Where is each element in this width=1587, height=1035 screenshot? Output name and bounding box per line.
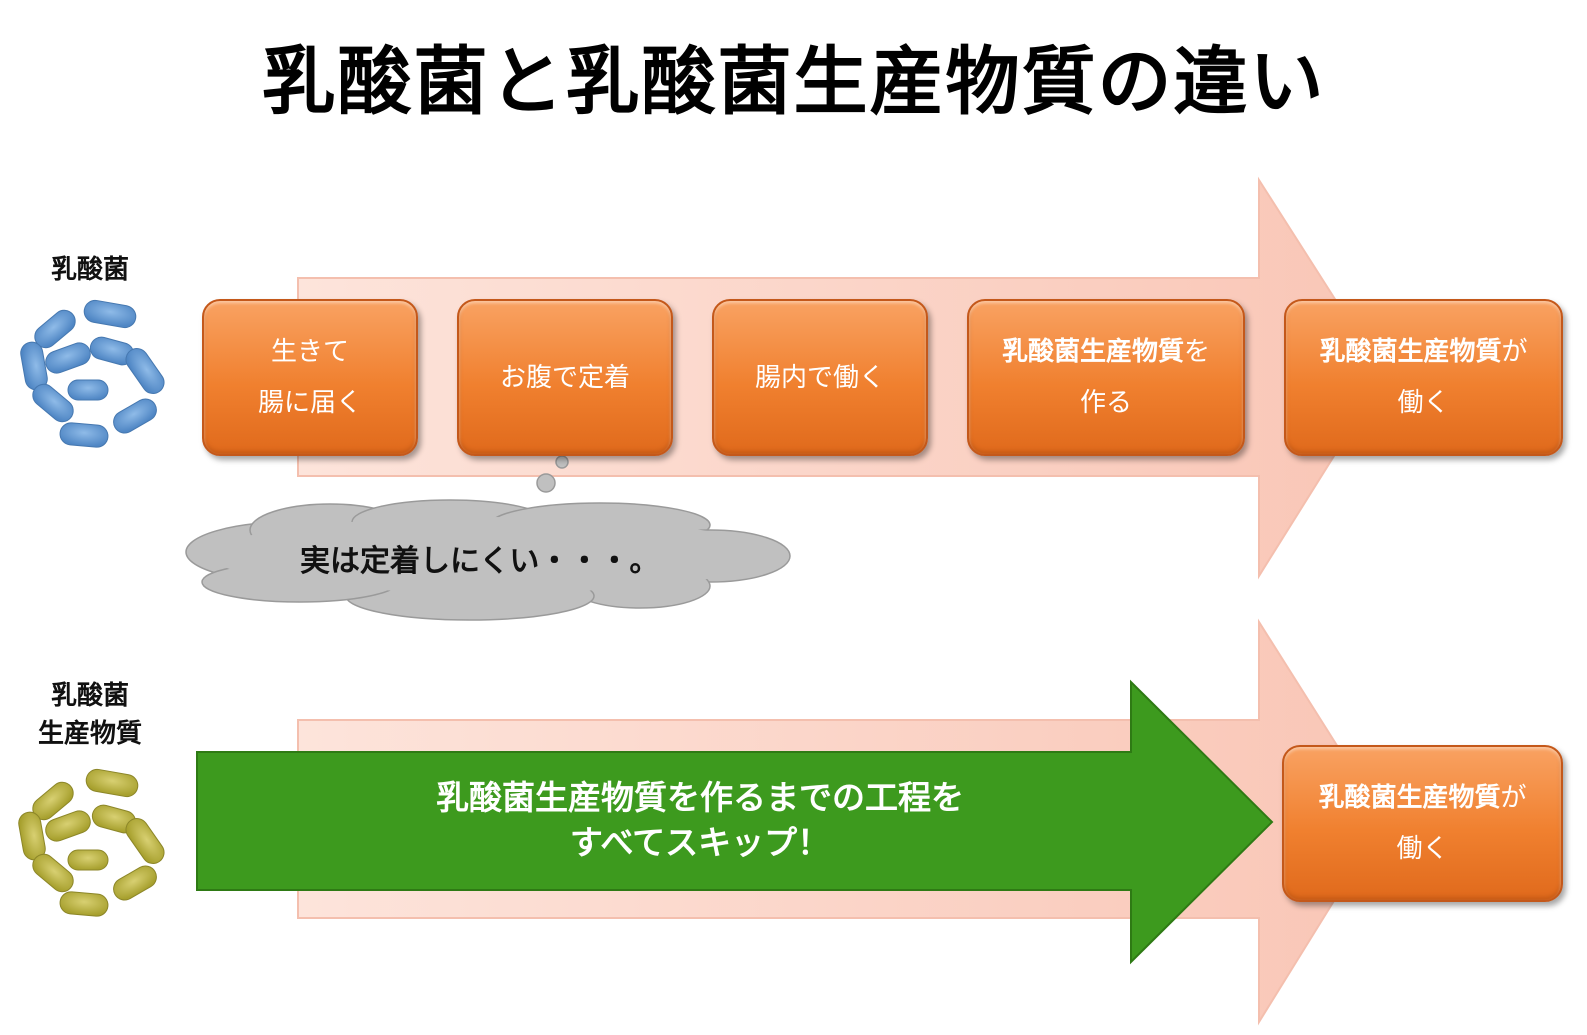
step-box-reach-gut: 生きて 腸に届く (202, 299, 418, 456)
skip-text-line: 乳酸菌生産物質を作るまでの工程を (436, 778, 964, 817)
step-box-produce-metabolite: 乳酸菌生産物質を 作る (967, 299, 1245, 456)
row-label-metabolite: 乳酸菌 生産物質 (10, 678, 170, 753)
step-text-line: 乳酸菌生産物質を (1002, 327, 1210, 378)
step-text: お腹で定着 (499, 363, 630, 393)
thought-bubble-text: 実は定着しにくい・・・。 (300, 544, 660, 579)
row-label-line: 生産物質 (37, 718, 142, 749)
step-text: 働く (1397, 387, 1450, 418)
step-text: 腸内で働く (754, 363, 885, 393)
step-box-metabolite-works-2: 乳酸菌生産物質が 働く (1282, 745, 1563, 902)
step-bold-text: 乳酸菌生産物質 (1318, 782, 1501, 813)
bacteria-olive (18, 768, 165, 917)
step-text: が (1501, 336, 1528, 367)
step-box-work-in-gut: 腸内で働く (712, 299, 928, 456)
thought-cloud (185, 442, 791, 621)
step-box-metabolite-works: 乳酸菌生産物質が 働く (1284, 299, 1563, 456)
bacteria-blue (20, 299, 165, 448)
step-box-settle: お腹で定着 (457, 299, 673, 456)
step-text-line: 乳酸菌生産物質が (1318, 773, 1526, 824)
skip-arrow (196, 679, 1274, 965)
page-title: 乳酸菌と乳酸菌生産物質の違い (261, 39, 1326, 125)
row-label-line: 乳酸菌 (50, 255, 129, 285)
skip-text-line: すべてスキップ！ (569, 822, 831, 862)
row-label-lactobacillus: 乳酸菌 (20, 252, 160, 290)
step-text: を (1184, 336, 1211, 367)
step-text: 働く (1396, 833, 1449, 864)
step-text: 腸に届く (257, 387, 362, 418)
step-text: 作る (1079, 387, 1132, 418)
step-text: が (1500, 782, 1527, 813)
step-bold-text: 乳酸菌生産物質 (1001, 336, 1184, 367)
skip-arrow-text: 乳酸菌生産物質を作るまでの工程を すべてスキップ！ (330, 776, 1070, 865)
row-label-line: 乳酸菌 (50, 681, 129, 711)
step-text: 生きて (270, 336, 349, 367)
step-text-line: 乳酸菌生産物質が (1319, 327, 1527, 378)
step-bold-text: 乳酸菌生産物質 (1319, 336, 1502, 367)
